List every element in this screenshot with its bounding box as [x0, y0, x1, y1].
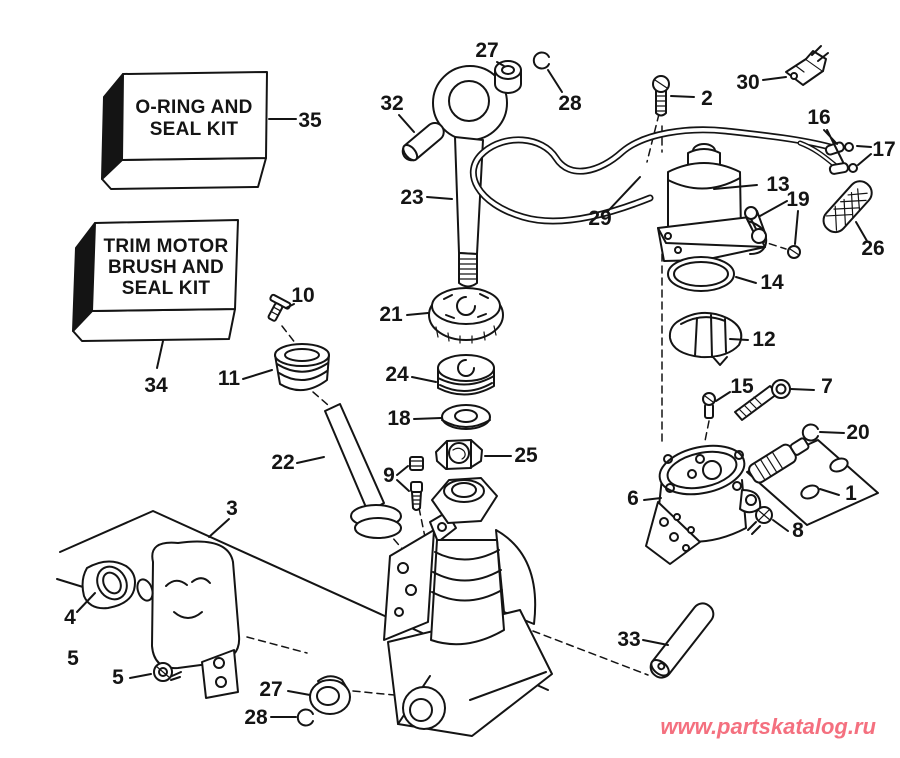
pivot-pin: 32: [380, 92, 445, 162]
callout-29: 29: [588, 207, 611, 230]
callout-7: 7: [821, 375, 833, 398]
brush-screw: 10: [267, 284, 315, 322]
release-lever: 19: [744, 188, 810, 259]
callout-9: 9: [383, 464, 395, 487]
callout-17: 17: [872, 138, 895, 161]
callout-30: 30: [736, 71, 759, 94]
cylinder-tube: 22: [271, 403, 402, 539]
callout-35: 35: [298, 109, 322, 132]
kit-oring-line1: O-RING AND: [135, 97, 252, 118]
hydraulic-housing: [383, 477, 553, 737]
motor-screw: 2: [652, 75, 713, 117]
callout-20: 20: [846, 421, 869, 444]
callout-19: 19: [786, 188, 809, 211]
callout-28-bottom: 28: [244, 706, 268, 729]
callout-14: 14: [760, 271, 784, 294]
callout-3: 3: [226, 497, 238, 520]
o-ring: 14: [667, 256, 784, 294]
snap-ring: 20: [801, 421, 870, 444]
callout-27-top: 27: [475, 39, 498, 62]
kit-oring-line2: SEAL KIT: [150, 119, 239, 140]
kit-box-trim-motor: TRIM MOTOR BRUSH AND SEAL KIT 34: [72, 219, 239, 397]
callout-1: 1: [845, 482, 857, 505]
callout-21: 21: [379, 303, 403, 326]
bushing-bottom: 27: [259, 675, 351, 715]
check-valve: 15: [702, 375, 754, 419]
cable-terminals: 16 17: [807, 106, 896, 175]
wire-connector: 30: [736, 45, 829, 94]
reservoir-screw: 5 5: [67, 647, 182, 689]
bleed-valve-parts: 9: [383, 456, 424, 511]
callout-32: 32: [380, 92, 403, 115]
pump-filter: 12: [668, 311, 776, 366]
motor-seal: 11: [218, 343, 330, 391]
long-bolt: 7: [734, 375, 833, 421]
retaining-clip-top: 28: [532, 51, 582, 115]
callout-28-top: 28: [558, 92, 582, 115]
reservoir-cover: [151, 540, 241, 699]
callout-34: 34: [144, 374, 168, 397]
mount-plane-outline: 3: [59, 497, 549, 691]
kit-trim-line1: TRIM MOTOR: [103, 236, 228, 257]
callout-27-bottom: 27: [259, 678, 282, 701]
watermark-text: www.partskatalog.ru: [660, 714, 876, 739]
callout-4: 4: [64, 606, 76, 629]
kit-box-oring-seal: O-RING AND SEAL KIT 35: [101, 71, 322, 190]
bushing-top: 27: [475, 39, 522, 94]
callout-2: 2: [701, 87, 713, 110]
callout-24: 24: [385, 363, 409, 386]
trim-motor: 13: [657, 143, 790, 262]
callout-22: 22: [271, 451, 294, 474]
callout-33: 33: [617, 628, 640, 651]
callout-5-leader: 5: [112, 666, 124, 689]
callout-23: 23: [400, 186, 423, 209]
callout-25: 25: [514, 444, 538, 467]
motor-cable: 29: [469, 126, 839, 230]
hex-nut: 25: [435, 439, 538, 470]
callout-10: 10: [291, 284, 314, 307]
callout-5-plain: 5: [67, 647, 79, 670]
callout-12: 12: [752, 328, 775, 351]
callout-11: 11: [218, 367, 241, 390]
pump-screw: 8: [747, 506, 804, 542]
manifold-gasket: 1: [746, 437, 879, 526]
mesh-sleeve: 26: [822, 180, 885, 260]
kit-trim-line3: SEAL KIT: [122, 278, 211, 299]
callout-15: 15: [730, 375, 754, 398]
callout-26: 26: [861, 237, 884, 260]
tilt-pin: 33: [617, 602, 715, 679]
piston: 24: [385, 354, 495, 396]
callout-16: 16: [807, 106, 830, 129]
callout-13: 13: [766, 173, 789, 196]
kit-trim-line2: BRUSH AND: [108, 257, 224, 278]
callout-6: 6: [627, 487, 639, 510]
pump-body: 6: [627, 444, 762, 565]
piston-rod: 23: [400, 65, 508, 288]
callout-8: 8: [792, 519, 804, 542]
thrust-bushing: 4: [56, 560, 154, 629]
washer: 18: [387, 404, 491, 430]
retaining-clip-bottom: 28: [244, 706, 314, 729]
cylinder-end-cap: 21: [379, 287, 504, 344]
callout-18: 18: [387, 407, 411, 430]
